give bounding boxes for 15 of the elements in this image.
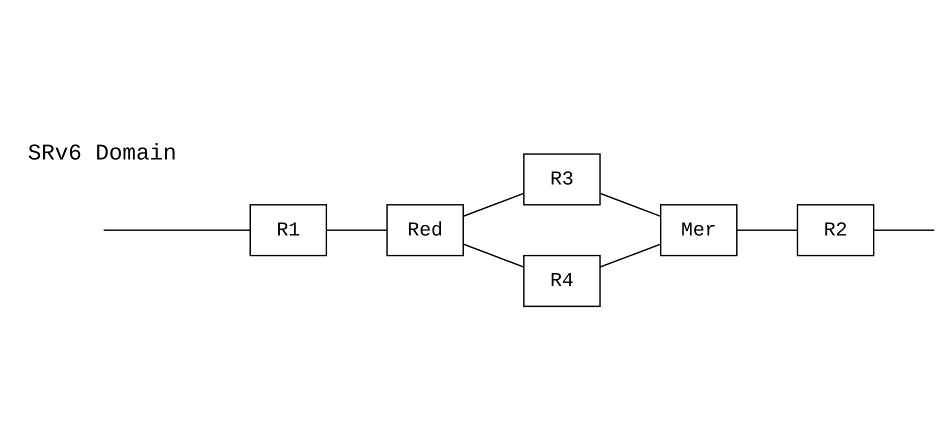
node-box: Mer	[659, 204, 738, 256]
node-box: R3	[522, 153, 600, 206]
connector	[103, 229, 250, 231]
connector	[462, 192, 524, 217]
connector	[326, 229, 386, 231]
connector	[600, 244, 660, 268]
node-box: R1	[249, 204, 327, 256]
connector	[462, 244, 524, 268]
node-box: R2	[796, 204, 874, 256]
connector	[873, 229, 934, 231]
node-box: R4	[522, 254, 600, 308]
connector	[736, 229, 797, 231]
connector	[600, 192, 660, 217]
label: SRv6 Domain	[27, 140, 176, 166]
node-box: Red	[386, 204, 464, 256]
